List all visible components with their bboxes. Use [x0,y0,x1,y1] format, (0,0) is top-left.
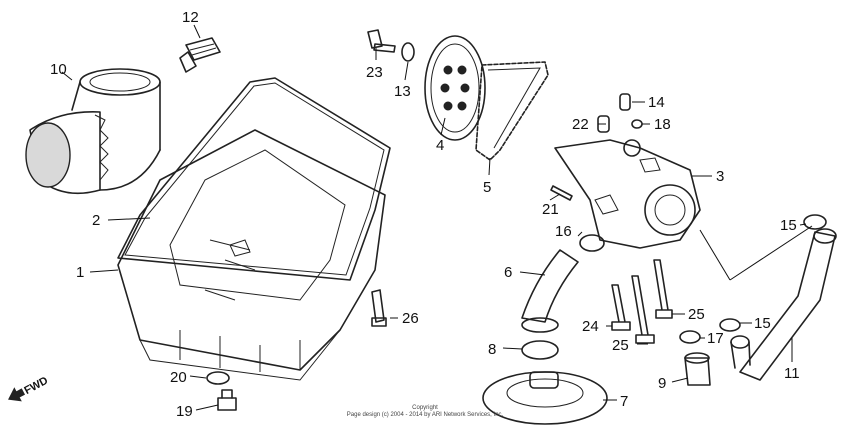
oil-strainer-pipe[interactable] [521,249,579,333]
label-14: 14 [648,94,665,111]
label-3: 3 [716,168,724,185]
oil-pan-gasket[interactable] [117,77,391,281]
pin-14[interactable] [619,93,631,111]
bolt-23[interactable] [367,29,396,53]
label-13: 13 [394,83,411,100]
o-ring-15a[interactable] [803,214,827,230]
o-ring-17[interactable] [679,330,701,344]
label-18: 18 [654,116,671,133]
label-12: 12 [182,9,199,26]
label-15-upper: 15 [780,217,797,234]
oil-pipe[interactable] [730,228,837,381]
label-25-lower: 25 [612,337,629,354]
label-22: 22 [572,116,589,133]
relief-valve[interactable] [684,352,711,386]
copyright-notice: Copyright Page design (c) 2004 - 2014 by… [347,405,504,418]
label-23: 23 [366,64,383,81]
part-number-labels: 10 12 2 1 26 20 19 23 13 4 5 14 22 18 21… [50,9,800,420]
label-26: 26 [402,310,419,327]
o-ring-18[interactable] [631,119,643,129]
seal-8[interactable] [521,340,559,360]
fwd-arrow-icon [8,387,26,402]
label-20: 20 [170,369,187,386]
bolt-25b[interactable] [631,275,655,344]
label-9: 9 [658,375,666,392]
leader-lines [61,24,813,411]
label-6: 6 [504,264,512,281]
label-25-upper: 25 [688,306,705,323]
label-2: 2 [92,212,100,229]
oil-pump-chain[interactable] [475,61,549,161]
bolt-24[interactable] [611,284,631,331]
drain-bolt-19[interactable] [217,389,237,411]
label-8: 8 [488,341,496,358]
label-15-lower: 15 [754,315,771,332]
label-24: 24 [582,318,599,335]
label-1: 1 [76,264,84,281]
oil-pump-sprocket[interactable] [424,35,486,141]
label-11: 11 [784,365,800,382]
bolt-25a[interactable] [653,259,673,319]
oil-filter[interactable] [25,68,161,195]
oil-union-bolt[interactable] [179,37,221,73]
label-17: 17 [707,330,724,347]
label-21: 21 [542,201,559,218]
label-5: 5 [483,179,491,196]
label-10: 10 [50,61,67,78]
washer-13[interactable] [401,42,415,62]
label-7: 7 [620,393,628,410]
fwd-label: FWD [22,375,50,397]
copyright-line-1: Copyright [412,405,438,411]
oil-strainer[interactable] [482,371,608,425]
fwd-indicator: FWD [8,375,50,402]
oil-pump[interactable] [554,139,701,249]
label-19: 19 [176,403,193,420]
bolt-26[interactable] [371,289,387,327]
oil-pan[interactable] [117,129,386,381]
dowel-21[interactable] [550,185,573,201]
o-ring-16[interactable] [579,234,605,252]
washer-20[interactable] [206,371,230,385]
label-16: 16 [555,223,572,240]
label-4: 4 [436,137,444,154]
copyright-line-2: Page design (c) 2004 - 2014 by ARI Netwo… [347,412,504,418]
o-ring-15b[interactable] [719,318,741,332]
